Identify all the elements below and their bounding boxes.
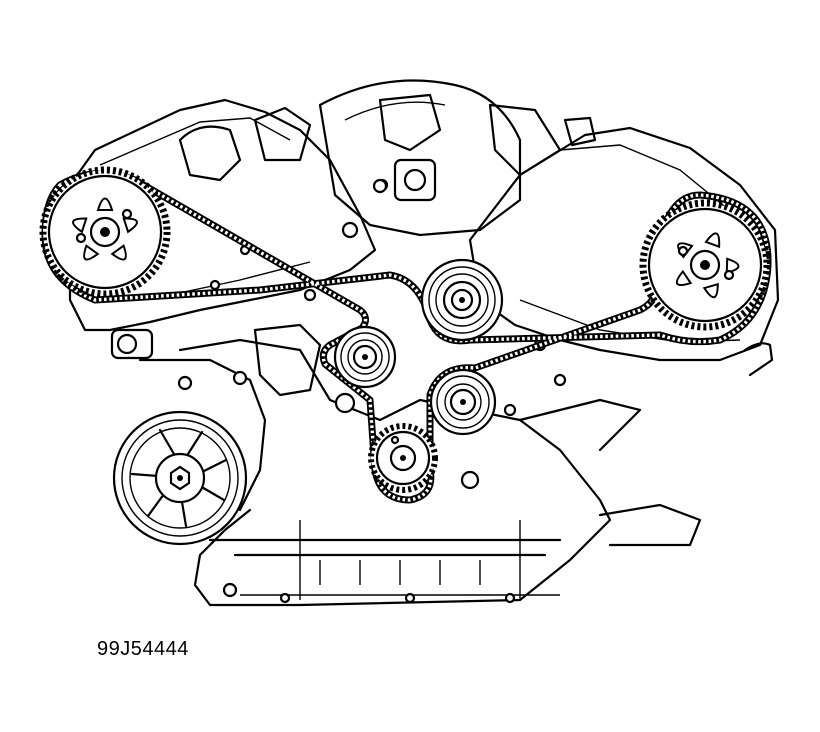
upper-idler-pulley bbox=[420, 258, 504, 342]
left-camshaft-sprocket bbox=[39, 166, 171, 298]
figure-id-label: 99J54444 bbox=[97, 638, 189, 660]
water-pump-pulley bbox=[112, 410, 248, 546]
crankshaft-sprocket bbox=[368, 423, 438, 493]
left-idler-pulley bbox=[333, 325, 397, 389]
right-camshaft-sprocket bbox=[639, 199, 771, 331]
camshaft-sensor bbox=[372, 158, 437, 202]
timing-belt bbox=[41, 170, 772, 504]
tensioner-pulley bbox=[429, 368, 497, 436]
engine-block bbox=[68, 79, 780, 607]
